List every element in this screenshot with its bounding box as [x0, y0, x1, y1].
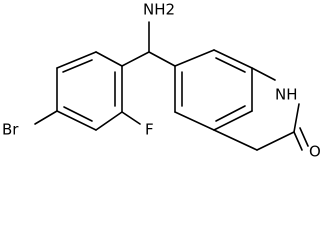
ring-bond [256, 131, 295, 151]
carbonyl-oxygen-label: O [309, 143, 321, 161]
benzylic-bond [121, 51, 150, 67]
skeletal-formula-canvas: NH2 F Br NH O [2, 1, 321, 161]
bromine-bond [34, 110, 58, 125]
ring-nh-label: NH [275, 86, 298, 104]
carbonyl-bond [293, 131, 303, 151]
aromatic-double-bond [62, 59, 93, 73]
molecule-structure-diagram: NH2 F Br NH O [2, 1, 321, 161]
aromatic-double-bond [63, 106, 93, 122]
ring-bond [56, 110, 97, 131]
fluorine-bond [121, 111, 141, 125]
ring-bond [213, 110, 253, 131]
aromatic-double-bond [215, 105, 246, 122]
lactam-ring [213, 67, 300, 151]
ring-bond [251, 67, 276, 81]
amino-label: NH2 [143, 1, 175, 19]
bromo-label: Br [2, 121, 19, 139]
benzylic-bond [148, 51, 176, 67]
carbonyl-bond [299, 127, 309, 147]
fluoro-label: F [145, 121, 154, 139]
ring-bond [174, 111, 215, 131]
ring-bond [213, 129, 258, 151]
ring-bond [293, 103, 300, 133]
ring-bond [174, 49, 215, 67]
ring-bond [95, 111, 123, 131]
ring-bond [95, 51, 123, 67]
quinolinone-benzo-ring [174, 49, 253, 131]
ring-bond [56, 51, 97, 69]
bromofluorophenyl-ring [56, 51, 123, 131]
ring-bond [213, 49, 253, 69]
aromatic-double-bond [215, 57, 246, 73]
